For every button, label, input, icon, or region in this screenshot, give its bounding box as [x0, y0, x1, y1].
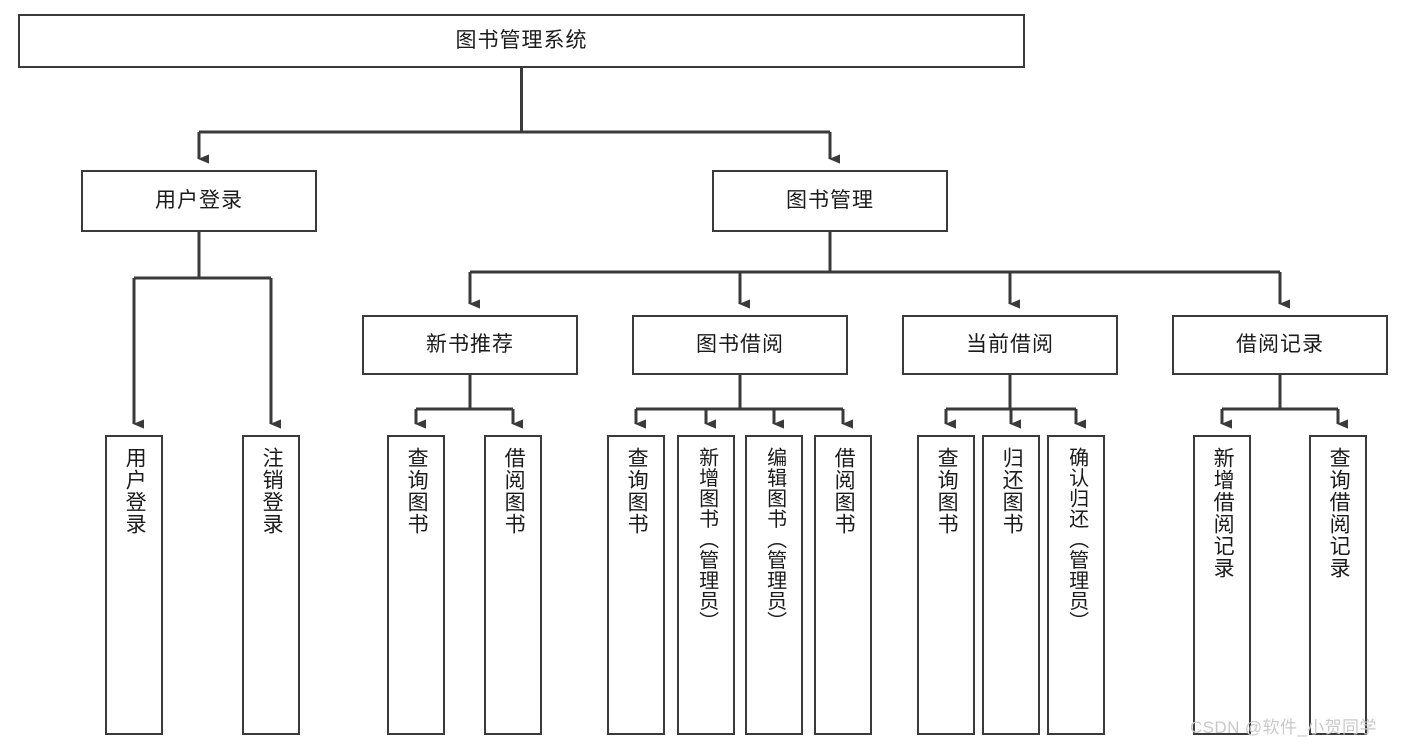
node-book-borrow[interactable]: 图书借阅 — [632, 315, 848, 375]
node-root-label: 图书管理系统 — [455, 29, 588, 53]
node-leaf-cb-query-book[interactable]: 查询图书 — [917, 435, 975, 735]
node-leaf-bb-borrow-book-label: 借阅图书 — [832, 447, 856, 535]
node-new-book-rec-label: 新书推荐 — [426, 333, 514, 357]
node-book-manage-label: 图书管理 — [786, 189, 874, 213]
node-leaf-bb-edit-book[interactable]: 编辑图书（管理员） — [745, 435, 803, 735]
node-leaf-user-logout[interactable]: 注销登录 — [242, 435, 300, 735]
node-borrow-record-label: 借阅记录 — [1236, 333, 1324, 357]
node-new-book-rec[interactable]: 新书推荐 — [362, 315, 578, 375]
node-leaf-cb-return-book[interactable]: 归还图书 — [982, 435, 1040, 735]
node-leaf-cb-return-book-label: 归还图书 — [1000, 447, 1024, 535]
node-user-login-label: 用户登录 — [155, 189, 243, 213]
node-root[interactable]: 图书管理系统 — [18, 14, 1025, 68]
node-leaf-bb-add-book-label: 新增图书（管理员） — [695, 447, 718, 632]
watermark: CSDN @软件_小贺同学 — [1190, 718, 1377, 737]
node-leaf-bb-edit-book-label: 编辑图书（管理员） — [763, 447, 786, 632]
node-book-borrow-label: 图书借阅 — [696, 333, 784, 357]
node-current-borrow[interactable]: 当前借阅 — [902, 315, 1118, 375]
node-user-login[interactable]: 用户登录 — [81, 170, 317, 232]
node-leaf-br-add-record-label: 新增借阅记录 — [1211, 447, 1235, 579]
node-leaf-user-login-label: 用户登录 — [123, 447, 147, 535]
node-leaf-bb-add-book[interactable]: 新增图书（管理员） — [677, 435, 735, 735]
node-leaf-rec-borrow-book[interactable]: 借阅图书 — [484, 435, 542, 735]
node-leaf-user-login[interactable]: 用户登录 — [105, 435, 163, 735]
node-leaf-rec-borrow-book-label: 借阅图书 — [502, 447, 526, 535]
node-leaf-bb-query-book[interactable]: 查询图书 — [607, 435, 665, 735]
node-leaf-rec-query-book[interactable]: 查询图书 — [387, 435, 445, 735]
node-leaf-user-logout-label: 注销登录 — [260, 447, 284, 535]
node-book-manage[interactable]: 图书管理 — [712, 170, 948, 232]
node-leaf-br-query-record-label: 查询借阅记录 — [1327, 447, 1351, 579]
node-leaf-cb-query-book-label: 查询图书 — [935, 447, 959, 535]
node-leaf-cb-confirm-return-label: 确认归还（管理员） — [1065, 447, 1088, 632]
node-leaf-bb-query-book-label: 查询图书 — [625, 447, 649, 535]
node-leaf-bb-borrow-book[interactable]: 借阅图书 — [814, 435, 872, 735]
node-leaf-cb-confirm-return[interactable]: 确认归还（管理员） — [1047, 435, 1105, 735]
node-borrow-record[interactable]: 借阅记录 — [1172, 315, 1388, 375]
node-leaf-br-add-record[interactable]: 新增借阅记录 — [1193, 435, 1251, 735]
node-leaf-br-query-record[interactable]: 查询借阅记录 — [1309, 435, 1367, 735]
node-leaf-rec-query-book-label: 查询图书 — [405, 447, 429, 535]
node-current-borrow-label: 当前借阅 — [966, 333, 1054, 357]
